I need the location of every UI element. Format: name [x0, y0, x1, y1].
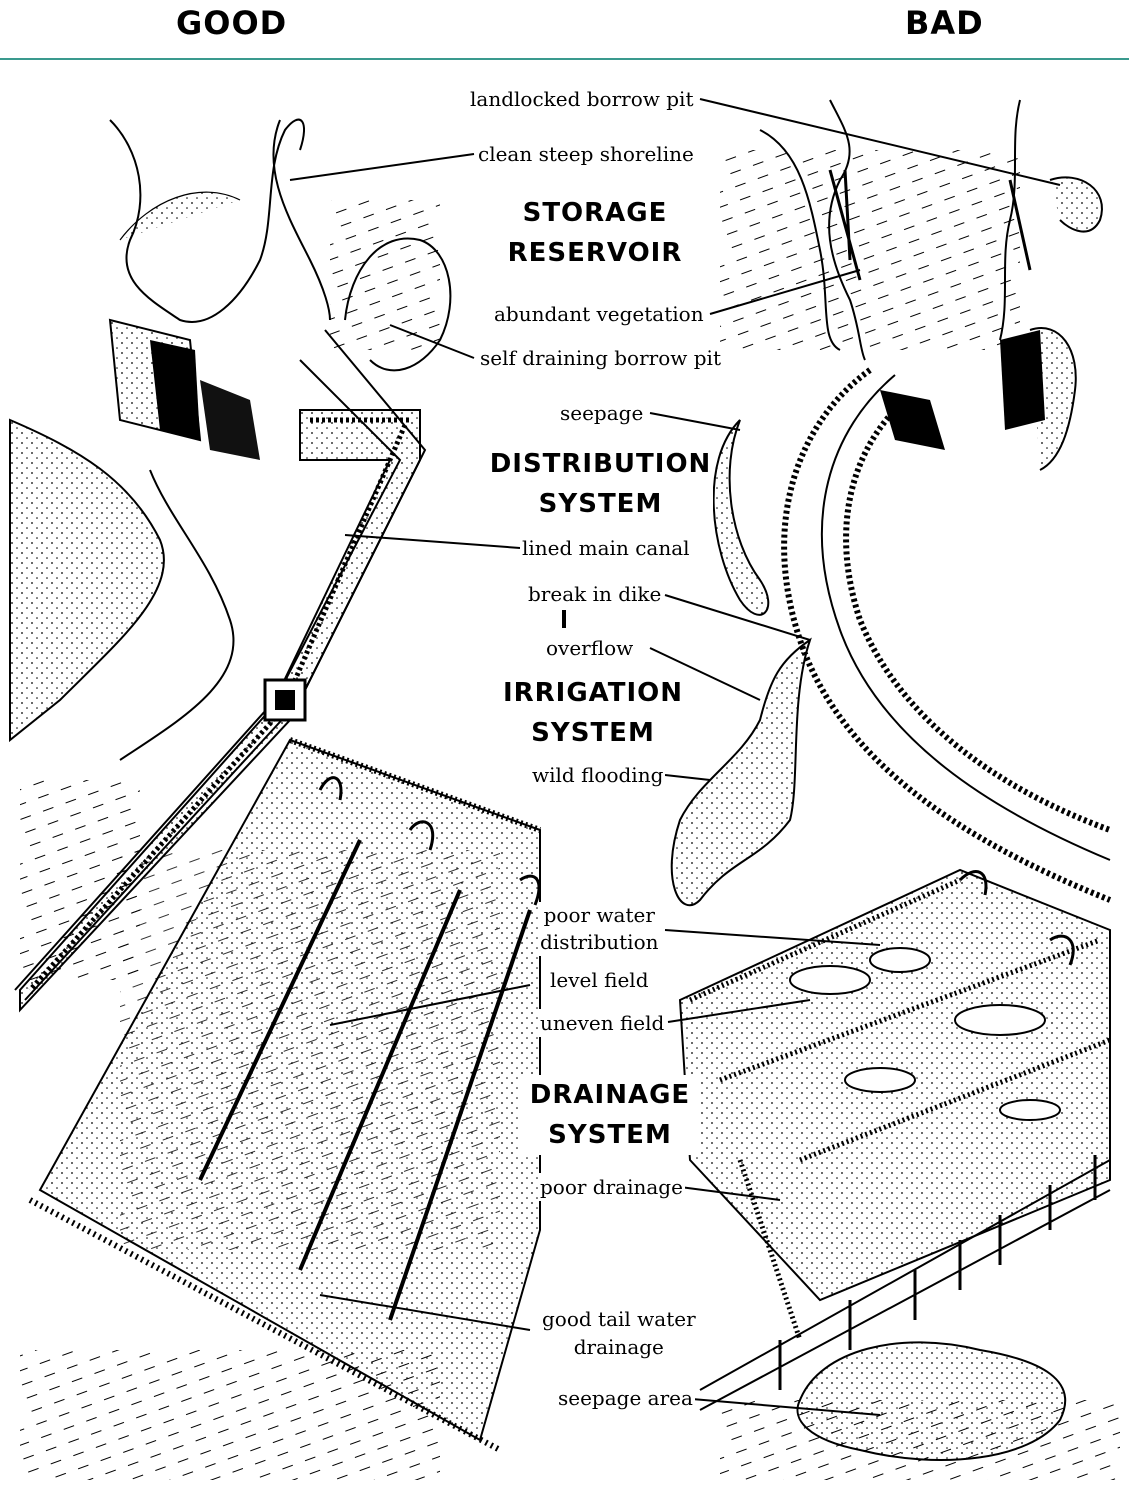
label-overflow: overflow — [544, 634, 635, 662]
good-tail-water-line: good tail water — [542, 1305, 696, 1333]
irrigation-system-line: SYSTEM — [498, 713, 688, 753]
drainage-line: DRAINAGE — [520, 1075, 700, 1115]
storage-line: STORAGE — [500, 193, 690, 233]
break-marker — [562, 610, 566, 628]
label-poor-water-distribution: poor water distribution — [538, 902, 661, 956]
label-wild-flooding: wild flooding — [530, 761, 665, 789]
label-seepage: seepage — [558, 399, 645, 427]
header-divider — [0, 58, 1129, 60]
label-seepage-area: seepage area — [556, 1384, 695, 1412]
drainage-word-line: drainage — [542, 1333, 696, 1361]
bad-header: BAD — [905, 4, 984, 42]
distribution-system-line: SYSTEM — [488, 484, 713, 524]
label-clean-steep-shoreline: clean steep shoreline — [476, 140, 696, 168]
label-abundant-vegetation: abundant vegetation — [492, 300, 706, 328]
drainage-system-line: SYSTEM — [520, 1115, 700, 1155]
label-good-tail-water-drainage: good tail water drainage — [540, 1305, 698, 1361]
good-header: GOOD — [176, 4, 287, 42]
bad-seepage — [714, 420, 769, 615]
bad-main-canal — [784, 370, 1110, 900]
distribution-word-line: distribution — [540, 929, 659, 956]
poor-water-line: poor water — [540, 902, 659, 929]
label-poor-drainage: poor drainage — [538, 1173, 685, 1201]
label-uneven-field: uneven field — [538, 1009, 666, 1037]
label-break-in-dike: break in dike — [526, 580, 663, 608]
storage-reservoir-heading: STORAGE RESERVOIR — [500, 193, 690, 273]
good-check-gate — [275, 690, 295, 710]
bad-reservoir — [720, 100, 1102, 360]
drainage-system-heading: DRAINAGE SYSTEM — [520, 1075, 700, 1155]
reservoir-line: RESERVOIR — [500, 233, 690, 273]
label-lined-main-canal: lined main canal — [520, 534, 692, 562]
bad-uneven-field — [680, 870, 1110, 1300]
distribution-system-heading: DISTRIBUTION SYSTEM — [488, 444, 713, 524]
good-ground-texture-left — [20, 780, 140, 980]
label-level-field: level field — [548, 966, 651, 994]
distribution-line: DISTRIBUTION — [488, 444, 713, 484]
label-self-draining-borrow-pit: self draining borrow pit — [478, 344, 723, 372]
good-dam — [10, 320, 260, 760]
good-ground-texture — [20, 1350, 440, 1480]
irrigation-system-heading: IRRIGATION SYSTEM — [498, 673, 688, 753]
label-landlocked-borrow-pit: landlocked borrow pit — [468, 85, 695, 113]
irrigation-line: IRRIGATION — [498, 673, 688, 713]
bad-wild-flooding — [672, 640, 810, 905]
